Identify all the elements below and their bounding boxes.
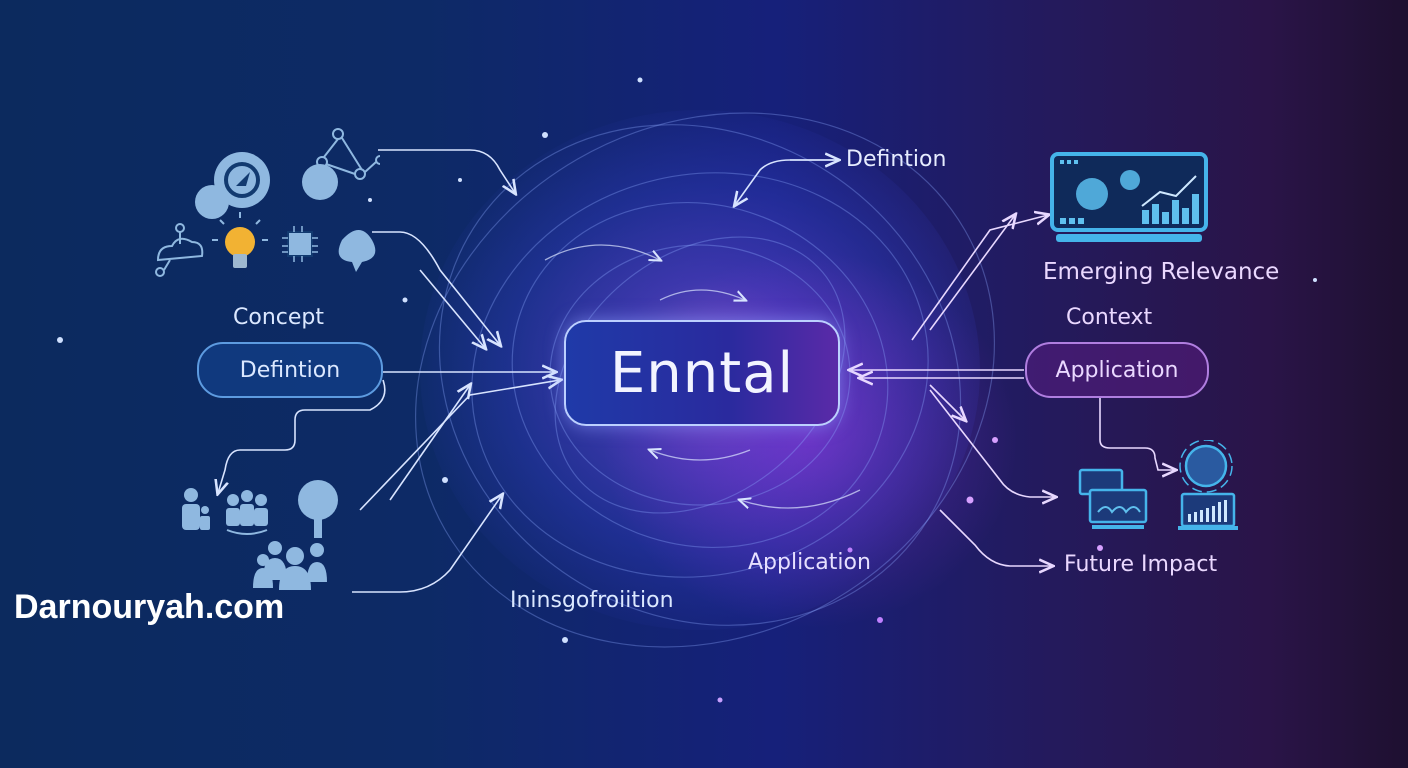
society-icon-cluster: [182, 480, 338, 590]
application-label-bottom: Application: [748, 550, 871, 575]
context-label: Context: [1066, 305, 1153, 330]
transformation-label: Ininsgofroiition: [510, 588, 674, 613]
network-nodes-icon: [316, 128, 380, 180]
emerging-relevance-label: Emerging Relevance: [1043, 259, 1280, 285]
group-icon: [226, 490, 268, 535]
orbit-rings: [414, 112, 996, 648]
globe-icon: [1179, 440, 1233, 493]
globe-tree-icon: [298, 480, 338, 538]
future-icon-cluster: [1078, 440, 1238, 530]
concept-icon-cluster: [155, 128, 380, 277]
desktop-screens-icon: [1078, 468, 1148, 529]
chip-icon: [282, 226, 318, 262]
stars: [57, 77, 1317, 703]
future-impact-label: Future Impact: [1064, 552, 1218, 577]
lightbulb-icon: [212, 212, 268, 268]
center-node-label: Enntal: [609, 340, 795, 406]
family-icon: [182, 488, 210, 530]
team-icon: [253, 541, 327, 590]
dashboard-monitor-icon: [1050, 152, 1208, 242]
concept-label: Concept: [233, 305, 324, 330]
site-watermark: Darnouryah.com: [14, 588, 285, 626]
definition-label-top: Defintion: [846, 147, 947, 172]
background-glow-purple: [600, 250, 1020, 630]
application-pill-right[interactable]: Application: [1025, 342, 1209, 398]
definition-pill-left[interactable]: Defintion: [197, 342, 383, 398]
laptop-chart-icon: [1178, 492, 1238, 530]
cloud-network-icon: [155, 223, 204, 277]
center-concept-node[interactable]: Enntal: [564, 320, 840, 426]
